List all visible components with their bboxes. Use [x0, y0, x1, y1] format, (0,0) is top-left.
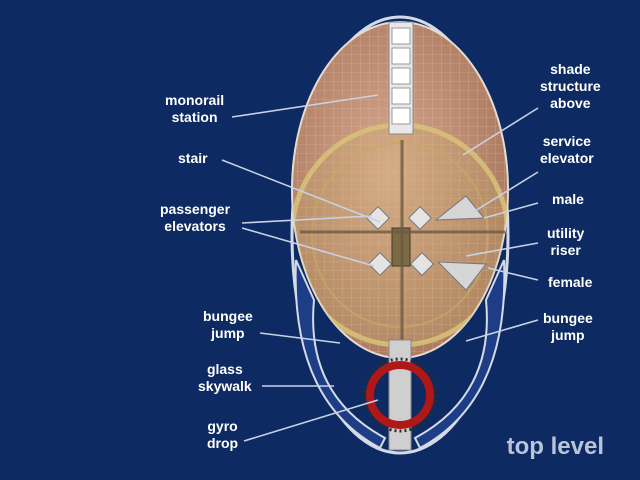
label-male: male: [552, 191, 584, 207]
male-restroom: [434, 195, 486, 221]
label-gyro-drop: gyro drop: [207, 418, 239, 451]
label-bungee-jump-right: bungee jump: [543, 310, 593, 343]
monorail-station-cars: [391, 27, 411, 125]
gyro-tower: [388, 339, 412, 451]
utility-riser-box: [409, 251, 435, 277]
passenger-elevator-sw: [367, 251, 393, 277]
outer-frame-ring: [290, 15, 510, 455]
label-utility-riser: utility riser: [547, 225, 585, 258]
label-service-elevator: service elevator: [540, 133, 594, 166]
leader-lines: [221, 94, 539, 442]
label-female: female: [548, 274, 593, 290]
label-passenger-elevators: passenger elevators: [160, 201, 231, 234]
skywalk-right: [413, 259, 506, 450]
label-shade-structure-above: shade structure above: [540, 61, 601, 111]
label-glass-skywalk: glass skywalk: [198, 361, 252, 394]
label-bungee-jump-left: bungee jump: [203, 308, 253, 341]
label-monorail-station: monorail station: [165, 92, 225, 125]
passenger-elevator-nw: [365, 205, 391, 231]
female-restroom: [436, 261, 487, 291]
service-elevator-box: [407, 205, 433, 231]
gyro-drop-ring: [366, 361, 434, 429]
caption-top-level: top level: [506, 433, 604, 460]
label-stair: stair: [178, 150, 208, 166]
